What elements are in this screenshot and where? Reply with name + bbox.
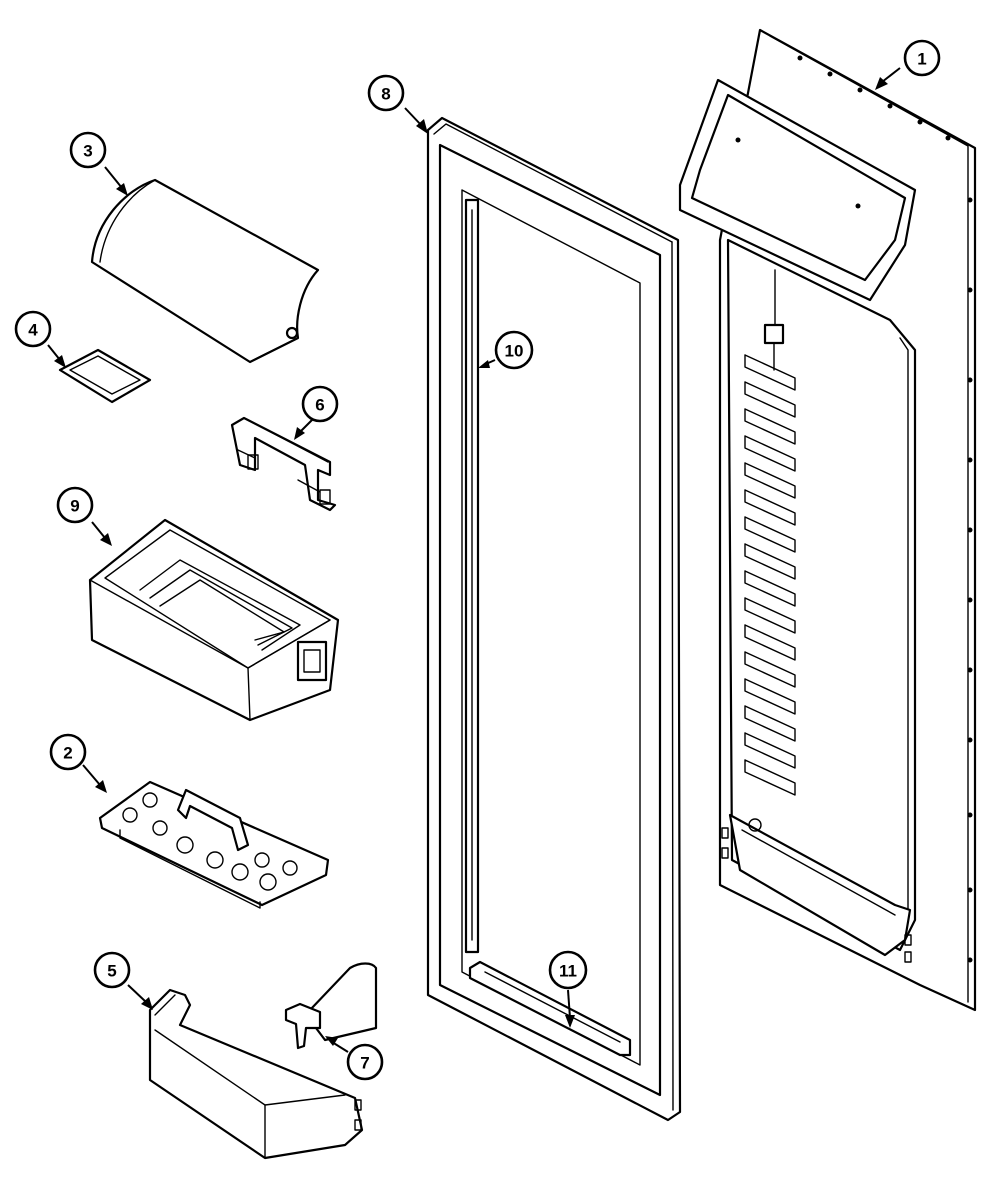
part-inner-door-liner [678, 28, 977, 1012]
svg-text:9: 9 [70, 497, 79, 516]
svg-text:7: 7 [360, 1054, 369, 1073]
part-dairy-cover [90, 178, 320, 364]
svg-text:8: 8 [381, 85, 390, 104]
callouts: 1 2 3 4 5 6 7 8 [14, 39, 941, 1081]
svg-text:1: 1 [917, 50, 926, 69]
svg-text:11: 11 [559, 962, 577, 981]
svg-text:3: 3 [83, 142, 92, 161]
part-gasket-strip [464, 198, 480, 954]
svg-text:5: 5 [107, 962, 116, 981]
callout-5: 5 [93, 951, 131, 989]
liner-shelf-rack [744, 354, 796, 796]
part-door-shelf-bar [148, 988, 364, 1160]
callout-3: 3 [69, 131, 107, 169]
svg-text:10: 10 [505, 342, 524, 361]
callout-2: 2 [49, 733, 87, 771]
leader-lines [47, 67, 901, 1053]
part-bottom-strip [468, 960, 632, 1057]
part-divider [284, 962, 378, 1050]
callout-11: 11 [548, 950, 588, 990]
svg-text:4: 4 [28, 321, 38, 340]
callout-7: 7 [346, 1043, 384, 1081]
liner-flange-holes [797, 55, 973, 963]
callout-6: 6 [301, 385, 339, 423]
part-small-tray [58, 348, 152, 404]
part-door-gasket [426, 116, 682, 1122]
svg-text:2: 2 [63, 744, 72, 763]
callout-9: 9 [56, 486, 94, 524]
callout-4: 4 [14, 310, 52, 348]
part-bin-bracket [230, 416, 337, 512]
callout-10: 10 [494, 330, 534, 370]
svg-text:6: 6 [315, 396, 324, 415]
part-egg-tray [98, 780, 330, 909]
callout-1: 1 [903, 39, 941, 77]
part-door-bin [88, 518, 340, 722]
callout-8: 8 [367, 74, 405, 112]
